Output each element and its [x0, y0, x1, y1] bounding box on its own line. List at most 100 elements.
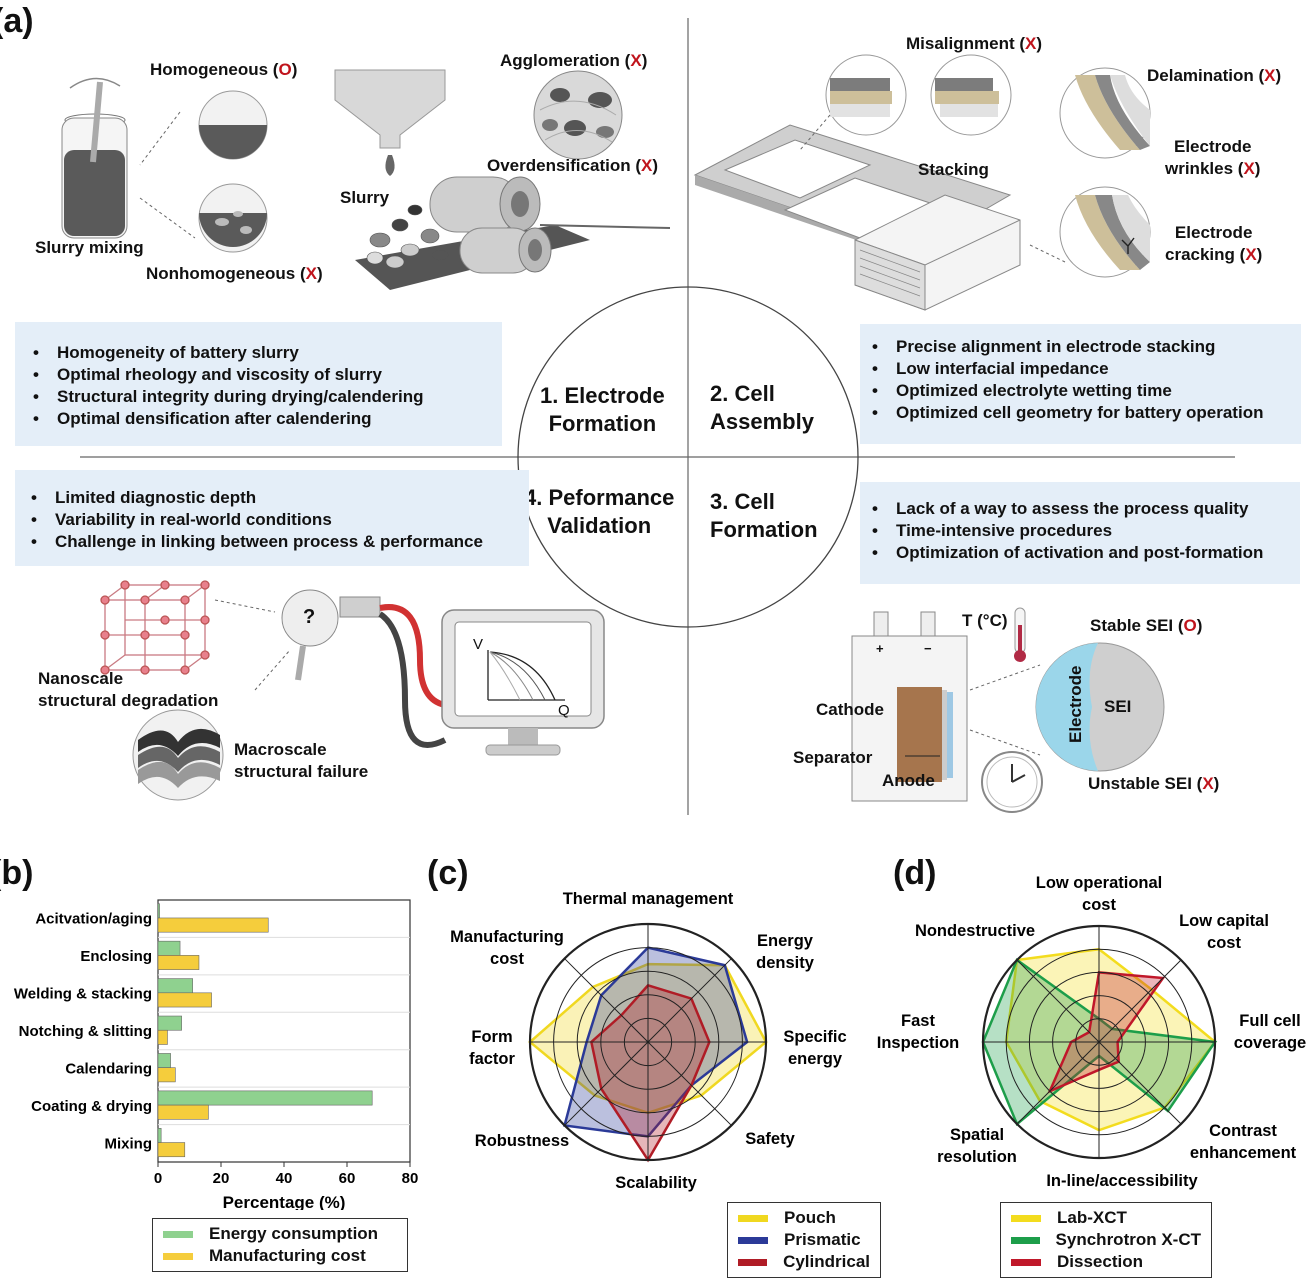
legend-item: Manufacturing cost	[163, 1245, 397, 1267]
minus-terminal: −	[924, 641, 932, 656]
question-mark: ?	[303, 606, 316, 628]
legend-swatch-cylindrical	[738, 1258, 768, 1266]
x-tick-label: 60	[339, 1170, 356, 1187]
plus-terminal: +	[876, 641, 884, 656]
axis-label-line: Manufacturing	[450, 928, 564, 946]
bullet-item: Low interfacial impedance	[872, 358, 1301, 380]
nonhomogeneous-slurry-icon	[139, 183, 268, 253]
legend-item: Pouch	[738, 1207, 870, 1229]
category-label: Acitvation/aging	[35, 911, 152, 928]
axis-label-line: energy	[788, 1050, 843, 1068]
anode-label: Anode	[882, 771, 935, 790]
stacking-label: Stacking	[918, 160, 989, 179]
axis-label-line: Specific	[783, 1028, 846, 1046]
cell-assembly-box: Precise alignment in electrode stacking …	[860, 324, 1301, 444]
axis-label-line: cost	[1207, 934, 1241, 952]
agglomeration-icon	[533, 70, 623, 160]
crystal-lattice-icon	[100, 580, 210, 675]
axis-label-line: Spatial	[950, 1126, 1004, 1144]
sei-label: SEI	[1104, 697, 1132, 716]
x-tick-label: 40	[276, 1170, 293, 1187]
legend-label: Synchrotron X-CT	[1055, 1230, 1201, 1249]
bar	[157, 1067, 176, 1083]
delamination-wrinkles-icon	[1059, 67, 1151, 159]
axis-label-line: coverage	[1234, 1034, 1306, 1052]
macroscale-layers-icon	[132, 709, 224, 801]
homogeneous-label: Homogeneous (O)	[150, 60, 298, 79]
bullet-item: Lack of a way to assess the process qual…	[872, 498, 1300, 520]
axis-spoke	[1016, 959, 1100, 1043]
legend-item: Dissection	[1011, 1251, 1201, 1273]
axis-spoke	[1098, 959, 1182, 1043]
bar	[157, 955, 200, 970]
separator-label: Separator	[793, 748, 873, 767]
cathode-label: Cathode	[816, 700, 884, 719]
axis-label-line: Low capital	[1179, 912, 1269, 930]
nonhomogeneous-label: Nonhomogeneous (X)	[146, 264, 323, 283]
axis-spoke	[564, 1041, 649, 1126]
x-axis-label: Percentage (%)	[223, 1193, 346, 1210]
bar	[157, 1128, 162, 1143]
axis-label: Low capital cost	[1179, 912, 1269, 952]
axis-label-line: cost	[490, 950, 524, 968]
chart-b-legend: Energy consumption Manufacturing cost	[152, 1218, 408, 1272]
bar	[157, 978, 193, 994]
slurry-label: Slurry	[340, 188, 390, 207]
axis-label-line: density	[756, 954, 815, 972]
bullet-item: Optimal rheology and viscosity of slurry	[33, 364, 502, 386]
axis-spoke	[1016, 1041, 1100, 1125]
axis-label-line: enhancement	[1190, 1144, 1297, 1162]
legend-label: Pouch	[784, 1208, 836, 1227]
bar	[157, 1053, 171, 1068]
axis-label: In-line/accessibility	[1046, 1172, 1198, 1190]
bullet-item: Homogeneity of battery slurry	[33, 342, 502, 364]
legend-item: Cylindrical	[738, 1251, 870, 1273]
electrode-formation-box: Homogeneity of battery slurry Optimal rh…	[15, 322, 502, 446]
legend-swatch-prismatic	[738, 1236, 768, 1244]
axis-spoke	[647, 958, 732, 1043]
axis-label-line: Fast	[901, 1012, 935, 1030]
legend-item: Synchrotron X-CT	[1011, 1229, 1201, 1251]
electrode-label: Electrode	[1066, 665, 1085, 743]
category-label: Welding & stacking	[14, 986, 152, 1003]
bar	[157, 917, 269, 933]
center-circle	[517, 286, 859, 628]
axis-label-line: In-line/accessibility	[1046, 1172, 1198, 1190]
bullet-item: Precise alignment in electrode stacking	[872, 336, 1301, 358]
coating-roller-icon	[334, 69, 671, 290]
axis-label-line: Safety	[745, 1130, 795, 1148]
legend-label: Lab-XCT	[1057, 1208, 1127, 1227]
axis-label-line: Robustness	[475, 1132, 569, 1150]
misalignment-icon	[799, 54, 1012, 151]
x-tick-label: 20	[213, 1170, 230, 1187]
axis-label: Scalability	[615, 1174, 697, 1192]
bullet-item: Optimized electrolyte wetting time	[872, 380, 1301, 402]
axis-spoke	[564, 958, 649, 1043]
legend-swatch-energy	[163, 1230, 193, 1238]
agglomeration-label: Agglomeration (X)	[500, 51, 648, 70]
category-label: Coating & drying	[31, 1098, 152, 1115]
legend-swatch-pouch	[738, 1214, 768, 1222]
voltage-axis-label: V	[473, 636, 484, 653]
axis-label-line: Thermal management	[563, 890, 734, 908]
sei-zoom-icon	[969, 642, 1165, 772]
legend-swatch-synchrotron	[1011, 1236, 1040, 1244]
axis-label-line: Scalability	[615, 1174, 697, 1192]
panel-b-letter: (b)	[0, 854, 34, 892]
monitor-icon	[441, 609, 605, 756]
legend-swatch-cost	[163, 1252, 193, 1260]
homogeneous-slurry-icon	[139, 90, 268, 166]
